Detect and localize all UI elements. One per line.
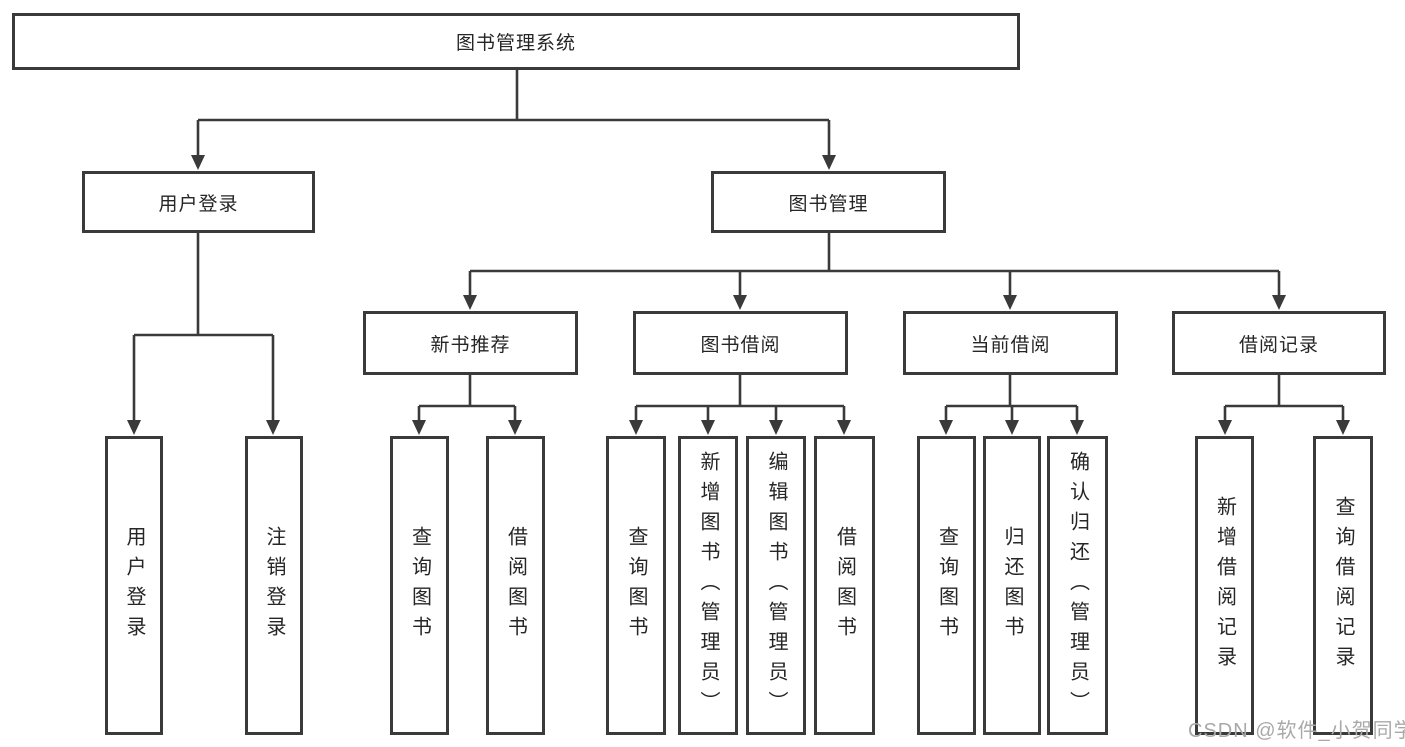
leaf-current-return-books: 归还图书 xyxy=(983,436,1041,735)
leaf-logout: 注销登录 xyxy=(245,436,303,735)
leaf-borrow-add-books-admin: 新增图书（管理员） xyxy=(678,436,738,735)
leaf-record-add: 新增借阅记录 xyxy=(1195,436,1254,735)
node-root: 图书管理系统 xyxy=(12,13,1020,70)
node-book-borrow-label: 图书借阅 xyxy=(700,334,781,356)
node-book-management: 图书管理 xyxy=(711,171,946,233)
node-current-borrow: 当前借阅 xyxy=(903,311,1118,375)
leaf-record-query-label: 查询借阅记录 xyxy=(1332,495,1354,676)
leaf-borrow-add-books-admin-label: 新增图书（管理员） xyxy=(697,450,719,721)
leaf-current-query-books: 查询图书 xyxy=(917,436,976,735)
node-book-management-label: 图书管理 xyxy=(788,193,869,215)
node-borrow-record: 借阅记录 xyxy=(1172,311,1386,375)
leaf-record-add-label: 新增借阅记录 xyxy=(1213,495,1236,676)
leaf-logout-label: 注销登录 xyxy=(263,525,285,646)
leaf-borrow-borrow-books-label: 借阅图书 xyxy=(833,525,856,646)
node-user-login: 用户登录 xyxy=(82,171,315,233)
leaf-borrow-query-books: 查询图书 xyxy=(606,436,666,735)
leaf-current-confirm-return-admin-label: 确认归还（管理员） xyxy=(1066,450,1089,721)
leaf-current-confirm-return-admin: 确认归还（管理员） xyxy=(1047,436,1108,735)
leaf-borrow-edit-books-admin-label: 编辑图书（管理员） xyxy=(765,450,787,721)
leaf-current-return-books-label: 归还图书 xyxy=(1001,525,1023,646)
leaf-recommend-borrow-books: 借阅图书 xyxy=(486,436,545,735)
node-borrow-record-label: 借阅记录 xyxy=(1238,334,1319,356)
leaf-borrow-edit-books-admin: 编辑图书（管理员） xyxy=(746,436,806,735)
leaf-record-query: 查询借阅记录 xyxy=(1313,436,1373,735)
leaf-recommend-query-books-label: 查询图书 xyxy=(408,525,431,646)
node-current-borrow-label: 当前借阅 xyxy=(970,334,1051,356)
leaf-borrow-query-books-label: 查询图书 xyxy=(625,525,647,646)
leaf-user-login-label: 用户登录 xyxy=(123,525,145,646)
arrowhead-icons xyxy=(127,155,1350,435)
node-root-label: 图书管理系统 xyxy=(455,33,576,54)
leaf-recommend-query-books: 查询图书 xyxy=(390,436,449,735)
node-book-borrow: 图书借阅 xyxy=(633,311,848,375)
node-new-book-recommend: 新书推荐 xyxy=(363,311,578,375)
leaf-recommend-borrow-books-label: 借阅图书 xyxy=(504,525,527,646)
node-new-book-recommend-label: 新书推荐 xyxy=(430,334,511,356)
leaf-user-login: 用户登录 xyxy=(105,436,163,735)
node-user-login-label: 用户登录 xyxy=(158,193,239,215)
leaf-current-query-books-label: 查询图书 xyxy=(935,525,958,646)
leaf-borrow-borrow-books: 借阅图书 xyxy=(814,436,875,735)
watermark-text: CSDN @软件_小贺同学 xyxy=(1188,720,1405,742)
